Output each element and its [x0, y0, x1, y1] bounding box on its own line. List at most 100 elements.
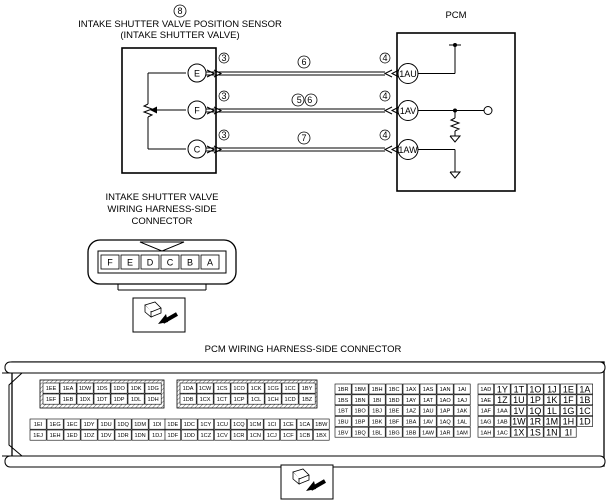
- terminal-cell: [59, 393, 77, 405]
- terminal-cell: [510, 383, 527, 395]
- terminal-label: 1U: [513, 395, 525, 405]
- svg-text:8: 8: [177, 6, 182, 16]
- terminal-cell: [453, 416, 471, 427]
- terminal-cell: [453, 383, 471, 395]
- terminal-label: 1DG: [147, 386, 159, 392]
- terminal-cell: [313, 429, 330, 441]
- terminal-label: 1EE: [46, 386, 57, 392]
- svg-text:F: F: [107, 258, 113, 268]
- terminal-cell: [29, 418, 47, 430]
- terminal-label: 1DV: [101, 433, 112, 439]
- terminal-label: 1CZ: [201, 433, 212, 439]
- terminal-label: 1EB: [63, 397, 74, 403]
- svg-text:1AW: 1AW: [398, 145, 418, 155]
- terminal-cell: [419, 426, 437, 438]
- terminal-label: 1CG: [267, 386, 279, 392]
- terminal-label: 1AR: [440, 430, 451, 436]
- terminal-label: 1T: [514, 384, 525, 394]
- terminal-label: 1BQ: [354, 430, 366, 436]
- terminal-cell: [334, 383, 352, 395]
- svg-text:4: 4: [382, 53, 387, 63]
- terminal-label: 1DW: [79, 386, 92, 392]
- terminal-cell: [368, 405, 386, 416]
- terminal-cell: [247, 393, 265, 405]
- terminal-label: 1CB: [299, 433, 310, 439]
- terminal-label: 1BK: [372, 420, 383, 426]
- terminal-label: 1CK: [251, 386, 262, 392]
- sensor-pin-c: C: [187, 139, 207, 159]
- terminal-cell: [510, 394, 527, 406]
- terminal-label: 1AD: [480, 387, 491, 393]
- terminal-label: 1Y: [497, 384, 508, 394]
- terminal-label: 1DL: [131, 397, 141, 403]
- terminal-cell: [264, 393, 282, 405]
- terminal-label: 1DQ: [117, 422, 129, 428]
- svg-text:E: E: [194, 68, 200, 78]
- terminal-cell: [296, 429, 313, 441]
- terminal-cell: [419, 405, 437, 416]
- terminal-cell: [296, 418, 313, 430]
- terminal-cell: [527, 394, 544, 406]
- terminal-label: 1ED: [67, 433, 78, 439]
- terminal-cell: [230, 418, 247, 430]
- svg-text:7: 7: [301, 133, 306, 143]
- terminal-label: 1DA: [183, 386, 194, 392]
- terminal-cell: [351, 405, 369, 416]
- terminal-cell: [510, 405, 527, 416]
- terminal-label: 1AU: [423, 409, 434, 415]
- terminal-cell: [576, 405, 593, 416]
- terminal-cell: [419, 383, 437, 395]
- terminal-label: 1DP: [114, 397, 125, 403]
- terminal-cell: [46, 418, 64, 430]
- terminal-label: 1DE: [167, 422, 178, 428]
- terminal-label: 1AV: [423, 420, 433, 426]
- terminal-label: 1CH: [267, 397, 278, 403]
- terminal-label: 1B: [579, 395, 590, 405]
- terminal-label: 1EC: [67, 422, 78, 428]
- terminal-cell: [453, 405, 471, 416]
- terminal-cell: [477, 426, 494, 438]
- terminal-cell: [281, 382, 299, 394]
- terminal-cell: [477, 383, 494, 395]
- terminal-label: 1BR: [338, 387, 349, 393]
- terminal-cell: [196, 382, 214, 394]
- terminal-cell: [46, 429, 64, 441]
- terminal-cell: [510, 426, 527, 438]
- terminal-cell: [247, 429, 264, 441]
- terminal-label: 1S: [530, 428, 541, 438]
- terminal-cell: [59, 382, 77, 394]
- terminal-label: 1CU: [217, 422, 228, 428]
- terminal-cell: [280, 429, 297, 441]
- terminal-label: 1DS: [97, 386, 108, 392]
- sensor-ref-callout: 8: [173, 4, 187, 18]
- svg-text:5 6: 5 6: [297, 95, 313, 105]
- terminal-cell: [351, 383, 369, 395]
- terminal-cell: [543, 416, 560, 427]
- terminal-cell: [494, 405, 511, 416]
- terminal-cell: [494, 394, 511, 406]
- terminal-label: 1BW: [315, 422, 328, 428]
- terminal-cell: [63, 418, 81, 430]
- terminal-label: 1F: [563, 395, 574, 405]
- terminal-label: 1M: [546, 417, 559, 427]
- pcm-pin-1au: 1AU: [397, 63, 419, 84]
- terminal-cell: [543, 394, 560, 406]
- terminal-cell: [196, 393, 214, 405]
- terminal-label: 1EG: [49, 422, 60, 428]
- terminal-cell: [527, 426, 544, 438]
- terminal-label: 1AZ: [406, 409, 417, 415]
- terminal-cell: [144, 382, 162, 394]
- terminal-label: 1DT: [97, 397, 108, 403]
- terminal-label: 1X: [513, 428, 524, 438]
- terminal-cell: [164, 429, 181, 441]
- terminal-label: 1CL: [251, 397, 261, 403]
- terminal-label: 1DC: [184, 422, 195, 428]
- terminal-label: 1EJ: [33, 433, 43, 439]
- terminal-cell: [453, 394, 471, 406]
- terminal-label: 1BL: [372, 430, 382, 436]
- terminal-label: 1CJ: [267, 433, 277, 439]
- terminal-cell: [402, 426, 420, 438]
- terminal-label: 1EH: [50, 433, 61, 439]
- terminal-label: 1CE: [283, 422, 294, 428]
- terminal-label: 1DB: [183, 397, 194, 403]
